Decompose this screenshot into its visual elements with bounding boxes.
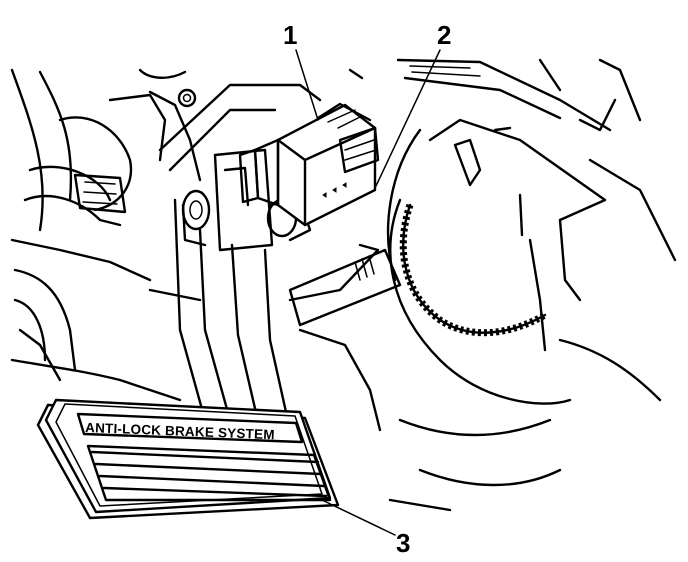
callout-2-label: 2 — [437, 20, 451, 50]
leader-line-1 — [295, 49, 319, 121]
leader-line-2 — [375, 49, 441, 187]
leader-line-3 — [321, 499, 396, 536]
pedal-label-text: ANTI-LOCK BRAKE SYSTEM — [85, 420, 275, 442]
callout-leaders — [295, 49, 441, 536]
callout-1-label: 1 — [283, 20, 297, 50]
steering-column-collar — [288, 58, 677, 512]
callout-3-label: 3 — [396, 528, 410, 558]
brake-pedal-pad: ANTI-LOCK BRAKE SYSTEM — [36, 398, 340, 520]
abs-control-module — [238, 102, 380, 227]
steering-column-area — [10, 68, 202, 402]
pedal-grip-ribs — [86, 444, 332, 502]
